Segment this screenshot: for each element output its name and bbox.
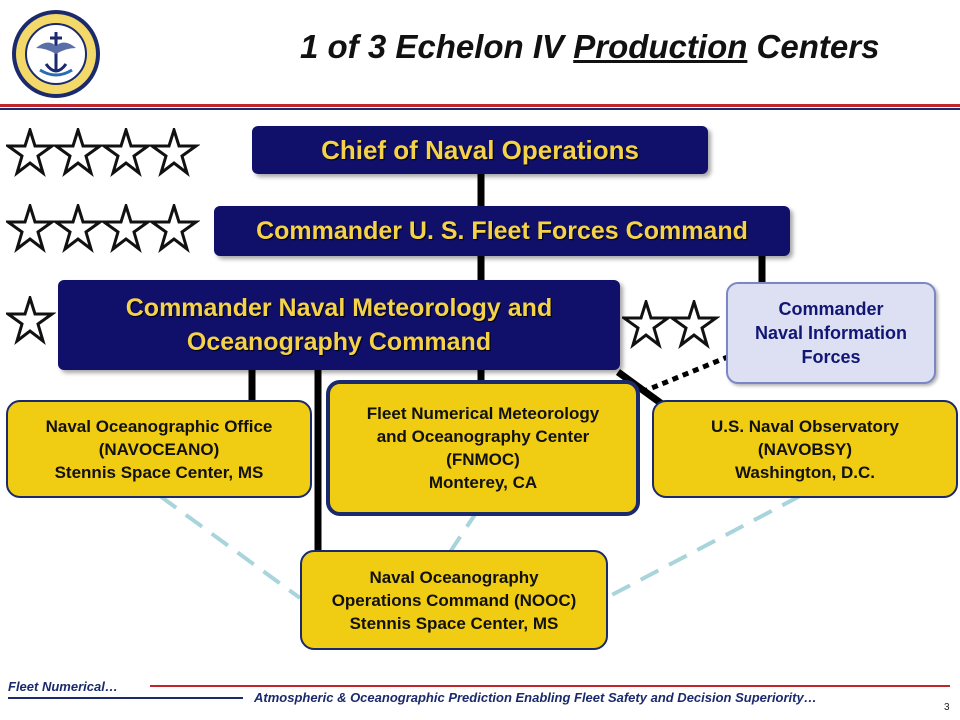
- star-icon: [99, 204, 153, 254]
- nooc-label-line1: Naval Oceanography: [369, 567, 539, 587]
- cnmoc-rank-star: [6, 296, 56, 346]
- star-icon: [51, 128, 105, 178]
- navobsy-label-line2: (NAVOBSY): [757, 439, 853, 459]
- page-number: 3: [944, 702, 950, 713]
- navifor-rank-stars: [622, 300, 720, 350]
- nooc-box: Naval Oceanography Operations Command (N…: [300, 550, 608, 650]
- navoceano-label-line3: Stennis Space Center, MS: [54, 462, 264, 482]
- cno-rank-stars: [6, 128, 200, 178]
- star-icon: [51, 204, 105, 254]
- footer-divider-red: [150, 685, 950, 687]
- usff-label: Commander U. S. Fleet Forces Command: [256, 216, 748, 245]
- footer-tagline: Atmospheric & Oceanographic Prediction E…: [254, 690, 817, 705]
- star-icon: [147, 128, 200, 178]
- fnmoc-box: Fleet Numerical Meteorology and Oceanogr…: [326, 380, 640, 516]
- nooc-label-line3: Stennis Space Center, MS: [349, 613, 559, 633]
- navifor-label-line3: Forces: [801, 347, 861, 367]
- navifor-label-line2: Naval Information: [754, 323, 908, 343]
- fnmoc-label-line1: Fleet Numerical Meteorology: [366, 404, 600, 423]
- navoceano-label-line1: Naval Oceanographic Office: [45, 416, 273, 436]
- cnmoc-label-line1: Commander Naval Meteorology and: [125, 294, 553, 322]
- cno-box: Chief of Naval Operations: [252, 126, 708, 174]
- eagle-icon: [36, 42, 76, 54]
- star-icon: [147, 204, 200, 254]
- navobsy-box: U.S. Naval Observatory (NAVOBSY) Washing…: [652, 400, 958, 498]
- navifor-box: Commander Naval Information Forces: [726, 282, 936, 384]
- usff-box: Commander U. S. Fleet Forces Command: [214, 206, 790, 256]
- navifor-label-line1: Commander: [778, 299, 884, 319]
- cnmoc-label-line2: Oceanography Command: [186, 328, 492, 356]
- navobsy-label-line3: Washington, D.C.: [734, 462, 876, 482]
- usff-rank-stars: [6, 204, 200, 254]
- footer-divider-navy: [8, 697, 243, 699]
- page-title: 1 of 3 Echelon IV Production Centers: [300, 28, 880, 65]
- navobsy-label-line1: U.S. Naval Observatory: [710, 416, 900, 436]
- star-icon: [622, 300, 673, 350]
- nooc-label-line2: Operations Command (NOOC): [331, 590, 577, 610]
- fnmoc-label-line2: and Oceanography Center: [376, 427, 590, 446]
- fnmoc-label-line4: Monterey, CA: [428, 473, 538, 492]
- title-divider-navy: [0, 108, 960, 110]
- title-divider-red: [0, 104, 960, 107]
- footer-left-text: Fleet Numerical…: [8, 679, 118, 694]
- star-icon: [99, 128, 153, 178]
- navoceano-label-line2: (NAVOCEANO): [98, 439, 220, 459]
- star-icon: [6, 128, 57, 178]
- cnmoc-box: Commander Naval Meteorology and Oceanogr…: [58, 280, 620, 370]
- cno-label: Chief of Naval Operations: [321, 134, 639, 165]
- command-logo: [12, 10, 100, 98]
- navoceano-box: Naval Oceanographic Office (NAVOCEANO) S…: [6, 400, 312, 498]
- fnmoc-label-line3: (FNMOC): [446, 450, 520, 469]
- star-icon: [6, 204, 57, 254]
- star-icon: [667, 300, 720, 350]
- star-icon: [6, 296, 56, 346]
